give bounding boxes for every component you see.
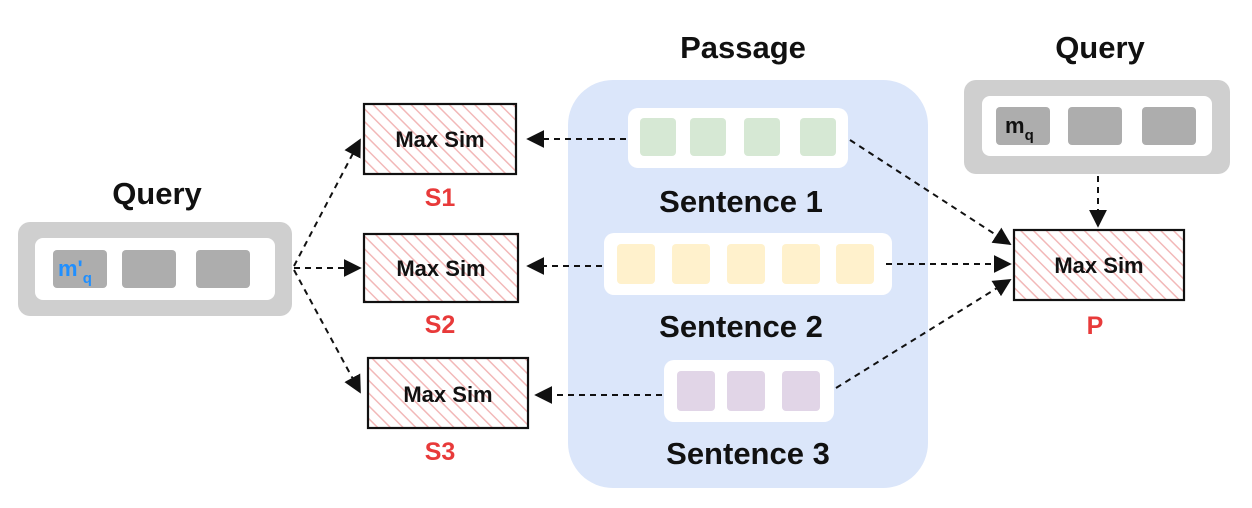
- score-s3: S3: [425, 438, 456, 466]
- score-s1: S1: [425, 184, 456, 212]
- sentence-1-token: [690, 118, 726, 156]
- right-query-token: [1068, 107, 1122, 145]
- maxsim-s3: Max Sim S3: [366, 356, 530, 466]
- sentence-1-frame: [628, 108, 848, 168]
- maxsim-s2-box: [362, 232, 520, 304]
- sentence-3-label: Sentence 3: [666, 436, 830, 471]
- sentence-1-token: [640, 118, 676, 156]
- right-query: Query mq: [964, 30, 1230, 174]
- passage-title: Passage: [680, 30, 806, 65]
- sentence-2-label: Sentence 2: [659, 309, 823, 344]
- arrows: [293, 130, 1107, 404]
- left-query-token: [122, 250, 176, 288]
- maxsim-s3-box: [366, 356, 530, 430]
- left-query-token-highlight: [53, 250, 107, 288]
- sentence-1-token: [800, 118, 836, 156]
- sentence-2-token: [782, 244, 820, 284]
- maxsim-s3-label: Max Sim: [403, 382, 492, 407]
- dashed-arrow-icon: [835, 279, 1012, 389]
- maxsim-s2: Max Sim S2: [362, 232, 520, 339]
- left-query-token: [196, 250, 250, 288]
- dashed-arrow-icon: [293, 138, 361, 267]
- right-query-title: Query: [1055, 30, 1145, 65]
- maxsim-p-box: [1012, 228, 1186, 302]
- maxsim-s1-box: [362, 102, 518, 176]
- right-query-token-highlight: [996, 107, 1050, 145]
- sentence-3-token: [727, 371, 765, 411]
- maxsim-s2-label: Max Sim: [396, 256, 485, 281]
- sentence-1-label: Sentence 1: [659, 184, 823, 219]
- maxsim-p-label: Max Sim: [1054, 253, 1143, 278]
- score-p: P: [1087, 312, 1104, 340]
- sentence-3: Sentence 3: [664, 360, 834, 471]
- left-query: Query m'q: [18, 176, 292, 316]
- maxsim-p: Max Sim P: [1012, 228, 1186, 340]
- dashed-arrow-icon: [293, 269, 361, 394]
- sentence-2-token: [836, 244, 874, 284]
- sentence-1: Sentence 1: [628, 108, 848, 219]
- dashed-arrow-icon: [849, 139, 1012, 245]
- sentence-2-token: [617, 244, 655, 284]
- right-query-token-label: mq: [1005, 113, 1034, 144]
- maxsim-s1-label: Max Sim: [395, 127, 484, 152]
- left-query-title: Query: [112, 176, 202, 211]
- sentence-2: Sentence 2: [604, 233, 892, 344]
- right-query-token: [1142, 107, 1196, 145]
- sentence-3-token: [782, 371, 820, 411]
- sentence-2-token: [727, 244, 765, 284]
- sentence-1-token: [744, 118, 780, 156]
- maxsim-s1: Max Sim S1: [362, 102, 518, 212]
- left-query-token-label: m'q: [58, 256, 92, 287]
- sentence-3-token: [677, 371, 715, 411]
- score-s2: S2: [425, 311, 456, 339]
- sentence-2-token: [672, 244, 710, 284]
